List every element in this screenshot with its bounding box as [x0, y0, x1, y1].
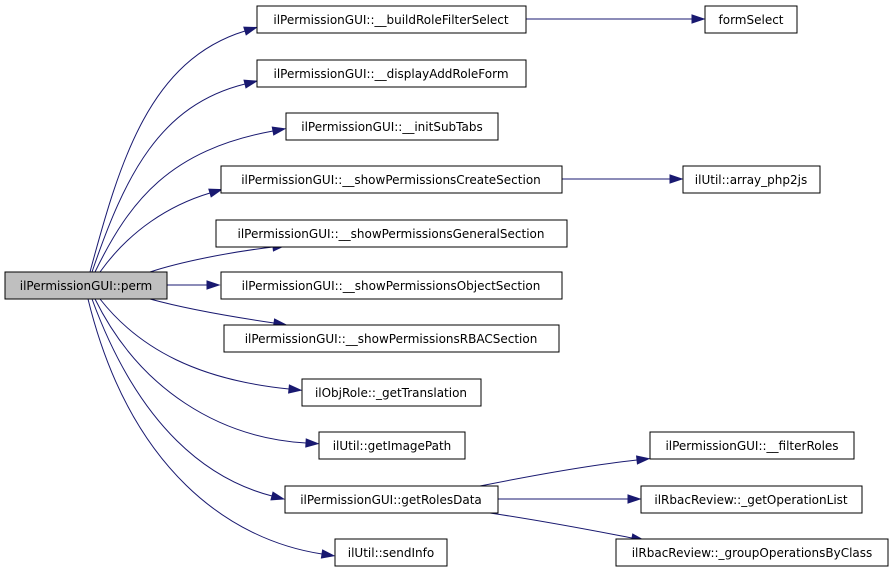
edge-show-permissions-create-section-to-array-php2js: [562, 174, 684, 184]
edge-build-role-filter-select-to-form-select: [526, 14, 706, 24]
edge-perm-to-build-role-filter-select: [89, 26, 258, 273]
node-build-role-filter-select[interactable]: ilPermissionGUI::__buildRoleFilterSelect: [256, 5, 527, 34]
edge-perm-to-get-translation: [99, 298, 303, 394]
arrowhead-icon: [627, 494, 642, 504]
node-group-operations-by-class-label: ilRbacReview::_groupOperationsByClass: [632, 546, 873, 560]
node-show-permissions-rbac-section[interactable]: ilPermissionGUI::__showPermissionsRBACSe…: [223, 324, 560, 353]
node-send-info-label: ilUtil::sendInfo: [348, 546, 434, 560]
node-form-select-label: formSelect: [719, 13, 784, 27]
node-build-role-filter-select-label: ilPermissionGUI::__buildRoleFilterSelect: [273, 13, 508, 27]
arrowhead-icon: [669, 174, 684, 184]
arrowhead-icon: [271, 126, 287, 136]
edge-perm-to-get-image-path: [94, 298, 320, 448]
node-show-permissions-object-section-label: ilPermissionGUI::__showPermissionsObject…: [242, 279, 541, 293]
node-display-add-role-form-label: ilPermissionGUI::__displayAddRoleForm: [273, 67, 508, 81]
edge-perm-to-show-permissions-object-section: [167, 280, 221, 290]
node-get-translation[interactable]: ilObjRole::_getTranslation: [301, 378, 482, 407]
node-get-roles-data-label: ilPermissionGUI::getRolesData: [300, 493, 482, 507]
arrowhead-icon: [635, 455, 651, 465]
node-get-translation-label: ilObjRole::_getTranslation: [315, 386, 467, 400]
node-send-info[interactable]: ilUtil::sendInfo: [334, 538, 448, 567]
node-get-image-path-label: ilUtil::getImagePath: [333, 439, 452, 453]
node-show-permissions-general-section-label: ilPermissionGUI::__showPermissionsGenera…: [238, 227, 545, 241]
node-filter-roles-label: ilPermissionGUI::__filterRoles: [665, 439, 838, 453]
node-display-add-role-form[interactable]: ilPermissionGUI::__displayAddRoleForm: [256, 59, 527, 88]
node-show-permissions-create-section-label: ilPermissionGUI::__showPermissionsCreate…: [241, 173, 541, 187]
arrowhead-icon: [320, 549, 336, 559]
arrowhead-icon: [270, 491, 286, 501]
node-form-select[interactable]: formSelect: [704, 5, 798, 34]
edge-perm-to-get-roles-data: [91, 298, 286, 501]
node-group-operations-by-class[interactable]: ilRbacReview::_groupOperationsByClass: [615, 538, 889, 567]
node-init-sub-tabs-label: ilPermissionGUI::__initSubTabs: [301, 120, 482, 134]
node-get-image-path[interactable]: ilUtil::getImagePath: [318, 431, 466, 460]
edge-perm-to-show-permissions-rbacsection: [149, 298, 288, 328]
arrowhead-icon: [243, 79, 259, 89]
node-get-operation-list[interactable]: ilRbacReview::_getOperationList: [640, 485, 863, 514]
node-array-php2js-label: ilUtil::array_php2js: [695, 173, 807, 187]
node-perm-label: ilPermissionGUI::perm: [20, 279, 153, 293]
node-get-roles-data[interactable]: ilPermissionGUI::getRolesData: [284, 485, 499, 514]
arrowhead-icon: [206, 280, 221, 290]
edge-perm-to-init-sub-tabs: [94, 126, 287, 273]
node-filter-roles[interactable]: ilPermissionGUI::__filterRoles: [649, 431, 855, 460]
edge-get-roles-data-to-group-operations-by-class: [489, 512, 646, 543]
edge-perm-to-show-permissions-create-section: [99, 188, 224, 273]
node-perm[interactable]: ilPermissionGUI::perm: [4, 271, 168, 300]
node-show-permissions-create-section[interactable]: ilPermissionGUI::__showPermissionsCreate…: [220, 165, 563, 194]
node-show-permissions-general-section[interactable]: ilPermissionGUI::__showPermissionsGenera…: [215, 219, 568, 248]
call-graph-edges: [87, 14, 706, 559]
node-array-php2js[interactable]: ilUtil::array_php2js: [682, 165, 821, 194]
arrowhead-icon: [288, 384, 303, 394]
arrowhead-icon: [208, 188, 224, 198]
edge-get-roles-data-to-filter-roles: [479, 455, 651, 487]
arrowhead-icon: [691, 14, 706, 24]
arrowhead-icon: [243, 26, 258, 36]
node-show-permissions-object-section[interactable]: ilPermissionGUI::__showPermissionsObject…: [220, 271, 563, 300]
node-init-sub-tabs[interactable]: ilPermissionGUI::__initSubTabs: [285, 112, 499, 141]
node-get-operation-list-label: ilRbacReview::_getOperationList: [654, 493, 848, 507]
edge-perm-to-send-info: [87, 298, 336, 559]
arrowhead-icon: [305, 438, 320, 448]
node-show-permissions-rbac-section-label: ilPermissionGUI::__showPermissionsRBACSe…: [245, 332, 538, 346]
edge-get-roles-data-to-get-operation-list: [498, 494, 642, 504]
edge-perm-to-display-add-role-form: [91, 79, 259, 273]
